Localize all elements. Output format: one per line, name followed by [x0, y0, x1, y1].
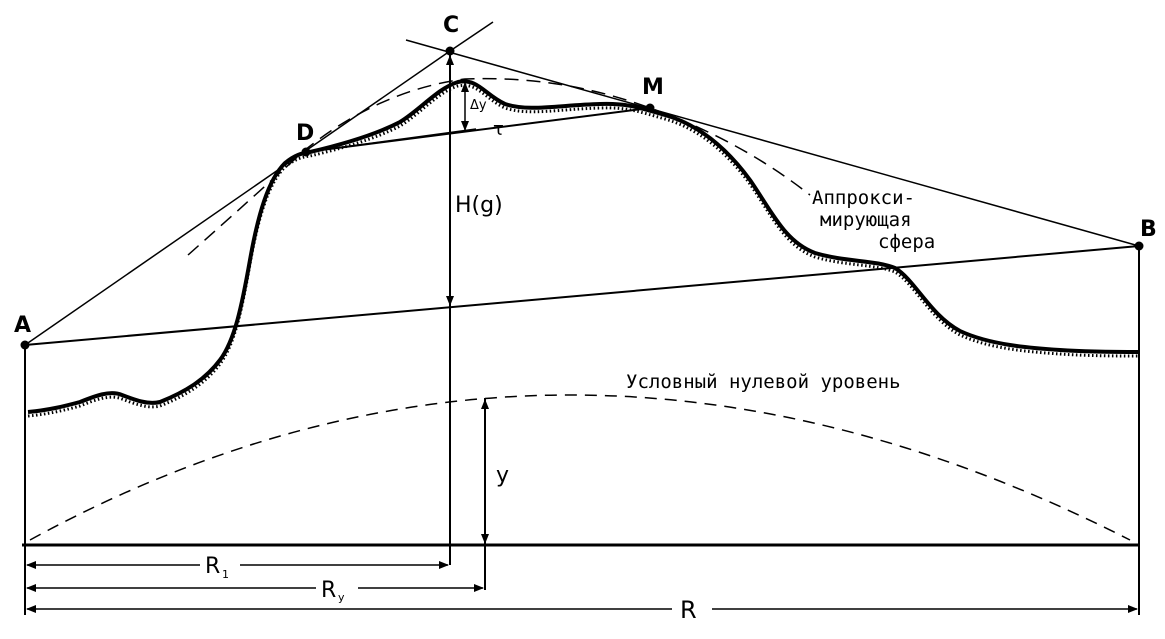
annotation-sphere-3: сфера	[878, 231, 935, 253]
point-c	[445, 46, 455, 56]
line-ab	[24, 245, 1140, 346]
label-r: R	[680, 596, 697, 624]
terrain-profile	[27, 79, 1141, 414]
label-d: D	[296, 121, 314, 146]
zero-level-arc	[29, 394, 1131, 541]
line-cb	[405, 39, 1140, 247]
label-height: H(g)	[455, 193, 503, 218]
line-c-extension	[449, 21, 494, 52]
label-m: M	[642, 75, 664, 100]
label-c: C	[443, 13, 459, 38]
point-d	[301, 147, 311, 157]
annotation-sphere-1: Аппрокси-	[812, 187, 915, 209]
terrain-hatching	[27, 83, 1141, 418]
label-delta-y: Δy	[470, 98, 487, 113]
line-tau	[305, 128, 477, 153]
line-ac	[24, 50, 451, 346]
label-b: B	[1140, 217, 1157, 242]
annotation-sphere-2: мирующая	[820, 209, 912, 231]
point-b	[1134, 241, 1144, 251]
label-r1-sub: 1	[222, 568, 229, 581]
label-a: A	[14, 313, 31, 338]
label-y: y	[496, 463, 509, 488]
label-ry: R	[321, 578, 336, 603]
point-m	[645, 103, 655, 113]
label-ry-sub: y	[338, 591, 345, 604]
label-r1: R	[205, 554, 220, 579]
annotation-zero-level: Условный нулевой уровень	[626, 371, 901, 393]
point-a	[20, 340, 30, 350]
label-tau: τ	[493, 119, 504, 140]
